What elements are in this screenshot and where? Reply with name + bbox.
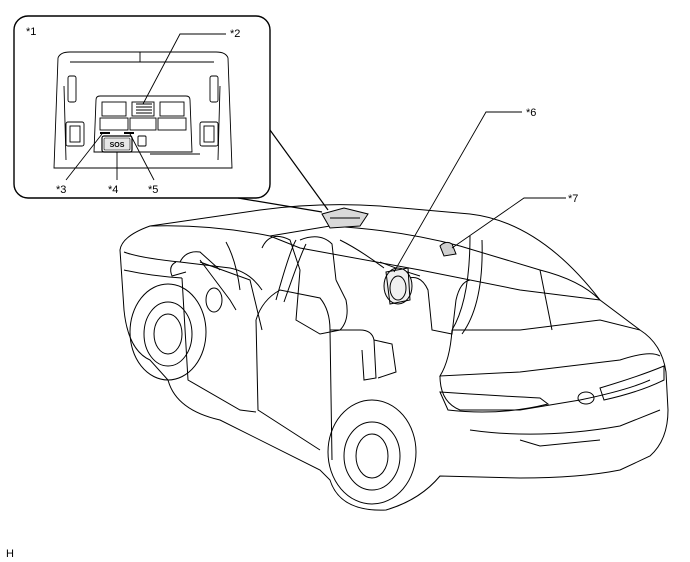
callout-1: *1 [26,26,36,38]
detail-inset: SOS *1 *2 *3 *4 *5 [13,15,271,199]
roof-console [321,207,369,229]
green-indicator [100,132,110,134]
red-indicator [124,132,134,134]
inset-connector [237,129,329,213]
telematics-transceiver [383,267,413,305]
microphone-grille [136,103,152,114]
callout-2: *2 [230,28,240,40]
callout-4: *4 [108,184,118,196]
figure-corner-mark: H [6,548,14,560]
sos-label: SOS [110,142,125,149]
vehicle-leaders [393,111,566,273]
callout-3: *3 [56,184,66,196]
vehicle-phantom-view [119,204,669,511]
navigation-antenna [439,241,457,257]
inset-leaders [65,33,226,181]
callout-6: *6 [526,107,536,119]
callout-5: *5 [148,184,158,196]
callout-7: *7 [568,193,578,205]
overhead-console [53,51,233,169]
sos-switch: SOS [101,135,133,153]
